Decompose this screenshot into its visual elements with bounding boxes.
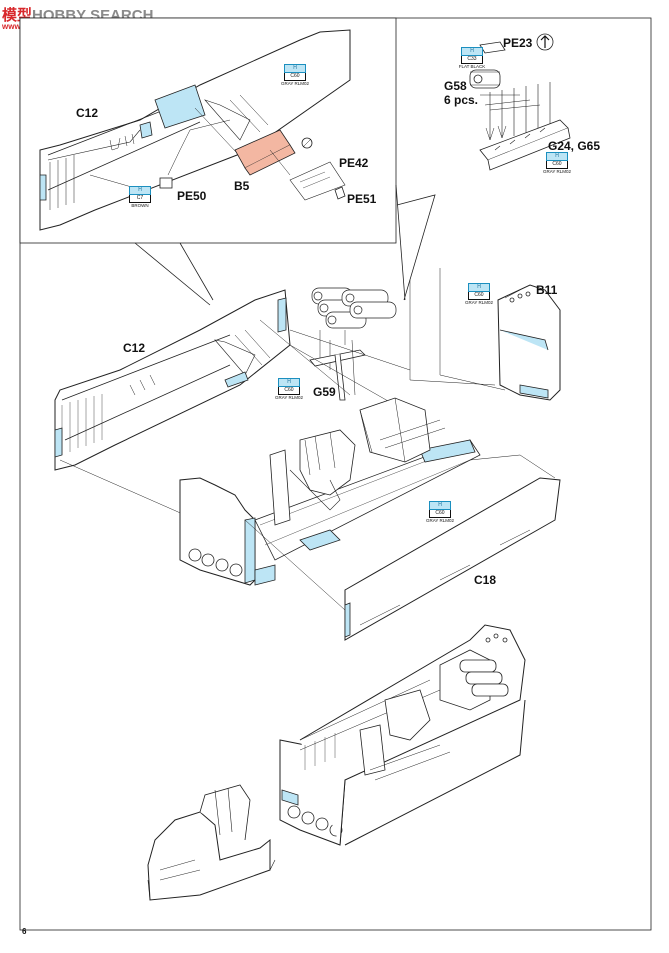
paint-callout-c60-frame: H C60 GRAY RLM02 <box>272 378 306 401</box>
paint-code-swatch: H <box>278 378 300 387</box>
paint-name: GRAY RLM02 <box>425 518 455 523</box>
part-label-c12: C12 <box>123 341 146 355</box>
part-label-b5: B5 <box>234 179 250 193</box>
paint-code-swatch: H <box>461 47 483 56</box>
rotate-arrow-icon <box>540 35 550 48</box>
paint-name: GRAY RLM02 <box>280 81 310 86</box>
paint-callout-c60-rail: H C60 GRAY RLM02 <box>540 152 574 175</box>
paint-code-swatch: H <box>429 501 451 510</box>
paint-code-swatch: H <box>284 64 306 73</box>
paint-code-swatch: H <box>129 186 151 195</box>
paint-code-swatch: H <box>546 152 568 161</box>
paint-callout-c7: H C7 BROWN <box>123 186 157 209</box>
paint-name: BROWN <box>131 203 149 208</box>
page-number: 6 <box>22 927 27 936</box>
paint-callout-c60-floor: H C60 GRAY RLM02 <box>423 501 457 524</box>
paint-code: C33 <box>461 56 483 64</box>
paint-name: GRAY RLM02 <box>542 169 572 174</box>
part-label-pe51: PE51 <box>347 192 377 206</box>
paint-code: C60 <box>278 387 300 395</box>
part-label-c18: C18 <box>474 573 497 587</box>
paint-name: GRAY RLM02 <box>274 395 304 400</box>
part-label-b11: B11 <box>536 283 558 297</box>
part-label-c12-inset: C12 <box>76 106 99 120</box>
paint-code-swatch: H <box>468 283 490 292</box>
part-label-pe23: PE23 <box>503 36 533 50</box>
paint-name: FLAT BLACK <box>458 64 486 69</box>
paint-callout-c60-inset: H C60 GRAY RLM02 <box>278 64 312 87</box>
paint-code: C7 <box>129 195 151 203</box>
part-label-g58-qty: 6 pcs. <box>444 93 479 107</box>
paint-callout-c60-bulkhead: H C60 GRAY RLM02 <box>462 283 496 306</box>
paint-code: C60 <box>546 161 568 169</box>
paint-code: C60 <box>284 73 306 81</box>
part-label-g58: G58 <box>444 79 467 93</box>
part-label-g24-g65: G24, G65 <box>548 139 601 153</box>
paint-code: C60 <box>429 510 451 518</box>
part-label-g59: G59 <box>313 385 336 399</box>
part-label-pe42: PE42 <box>339 156 369 170</box>
paint-code: C60 <box>468 292 490 300</box>
part-label-pe50: PE50 <box>177 189 207 203</box>
paint-callout-c33: H C33 FLAT BLACK <box>455 47 489 70</box>
paint-name: GRAY RLM02 <box>464 300 494 305</box>
